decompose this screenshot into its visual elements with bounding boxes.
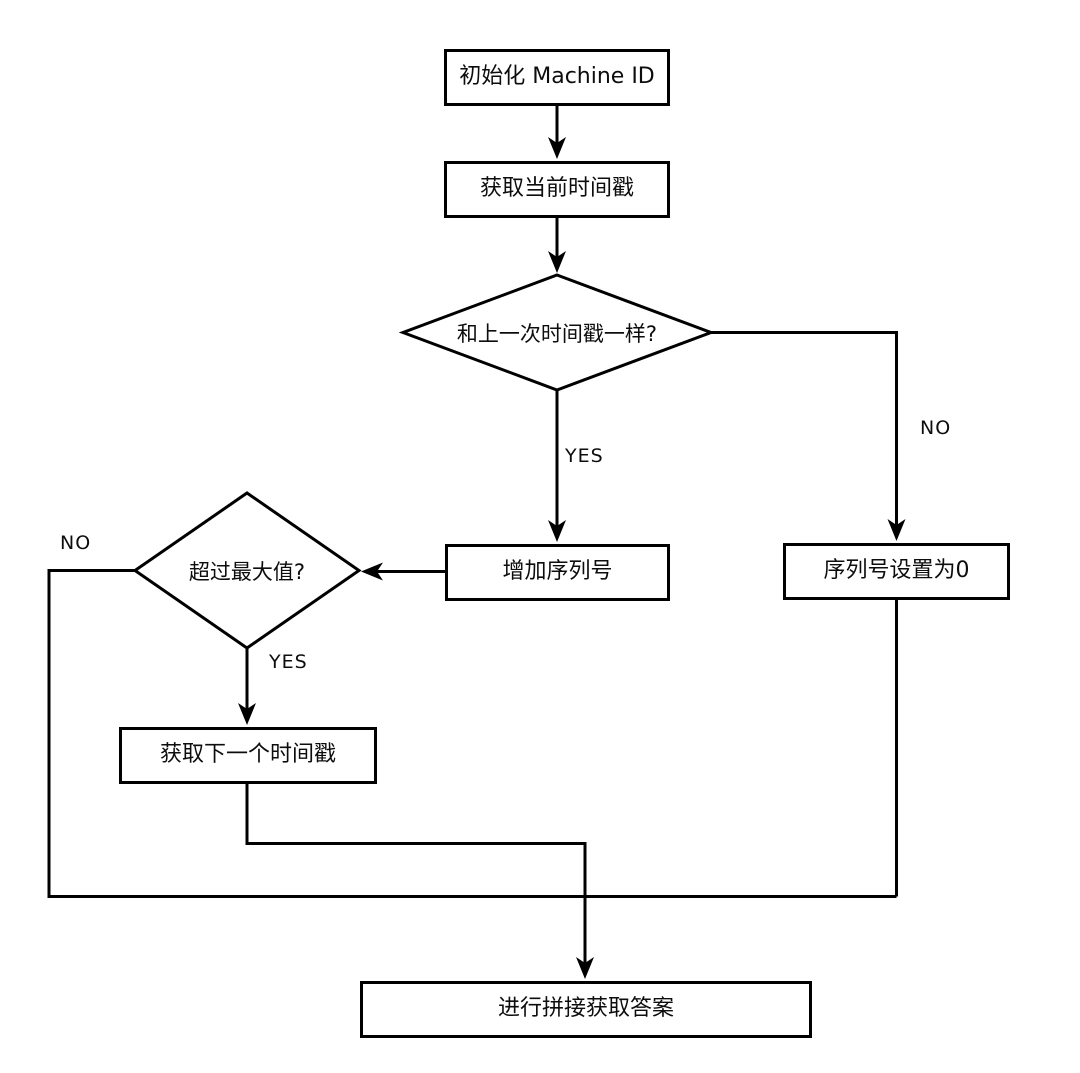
node-increment-sequence: 增加序列号 (445, 544, 670, 601)
edge-exceeds-no-merge (47, 569, 897, 898)
edge-label-same-no: NO (920, 417, 952, 439)
arrowhead-left-icon (361, 562, 383, 581)
arrowhead-down-icon (238, 703, 256, 725)
decision-diamond-same-timestamp (398, 273, 716, 392)
arrowhead-down-icon (887, 519, 906, 541)
edge-label-same-yes: YES (565, 445, 604, 467)
edge-next-ts-to-concat (245, 784, 587, 965)
arrowhead-down-icon (576, 957, 594, 979)
edge-label-exceed-yes: YES (269, 651, 308, 673)
arrowhead-down-icon (548, 137, 566, 159)
node-sequence-set-zero-label: 序列号设置为0 (823, 558, 970, 584)
edge-lines (47, 106, 898, 965)
decision-diamond-exceeds-max (132, 491, 362, 650)
arrowhead-down-icon (548, 520, 566, 542)
node-init-machine-id: 初始化 Machine ID (444, 49, 670, 106)
node-init-machine-id-label: 初始化 Machine ID (459, 64, 655, 90)
node-concat-result: 进行拼接获取答案 (360, 981, 812, 1038)
edge-label-exceed-no: NO (60, 532, 92, 554)
arrowhead-down-icon (548, 251, 566, 273)
node-concat-result-label: 进行拼接获取答案 (497, 996, 674, 1022)
node-get-next-timestamp-label: 获取下一个时间戳 (159, 742, 336, 768)
edge-decision-no-to-seq-zero (711, 331, 898, 527)
node-get-next-timestamp: 获取下一个时间戳 (119, 727, 377, 784)
arrowheads (238, 137, 906, 979)
node-increment-sequence-label: 增加序列号 (502, 559, 613, 585)
node-get-current-timestamp-label: 获取当前时间戳 (479, 176, 634, 202)
decision-shapes (132, 273, 716, 650)
node-get-current-timestamp: 获取当前时间戳 (444, 161, 670, 218)
node-sequence-set-zero: 序列号设置为0 (783, 543, 1010, 600)
